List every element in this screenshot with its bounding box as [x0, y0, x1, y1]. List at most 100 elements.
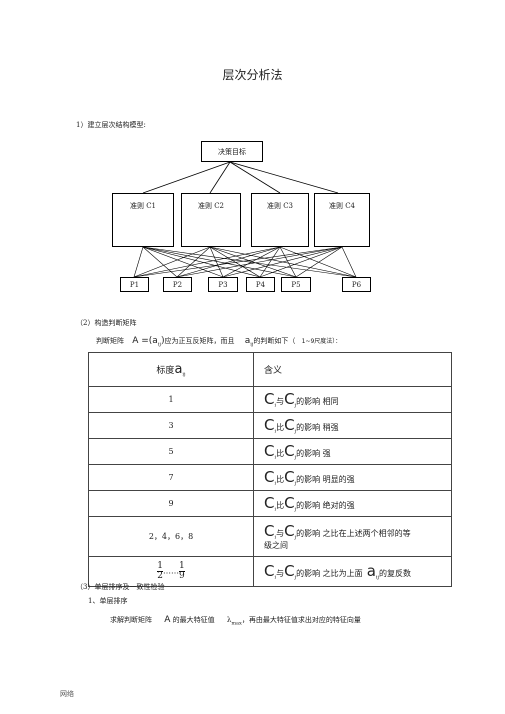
alternative-node-p2: P2: [163, 277, 192, 292]
relation: 比: [276, 501, 285, 511]
subsection-1-heading: 1、单层排序: [88, 597, 128, 605]
lambda-symbol: λ: [226, 616, 232, 624]
connector-line: [259, 246, 343, 278]
meaning-text: 的影响 之比为上面: [296, 569, 363, 579]
eigen-prefix: 求解判断矩阵: [110, 616, 152, 624]
matrix-formula: A =(a: [132, 336, 158, 346]
connector-line: [176, 246, 343, 278]
eigen-mid: 的最大特征值: [172, 616, 215, 624]
connector-line: [295, 246, 343, 278]
table-header-row: 标度aij 含义: [88, 352, 452, 387]
relation: 比: [276, 475, 285, 485]
connector-line: [209, 246, 297, 278]
meaning-end: 的复反数: [379, 569, 412, 579]
matrix-intro-suffix: 的判断如下（: [253, 337, 296, 345]
criterion-node-c3: 准则 C3: [251, 193, 309, 247]
alternative-label: P5: [291, 280, 301, 289]
criterion-label: 准则 C2: [197, 202, 225, 210]
cj-symbol: C: [284, 521, 295, 540]
meaning-text: 的影响 绝对的强: [296, 501, 355, 511]
relation: 比: [276, 423, 285, 433]
meaning-text: 的影响 强: [296, 449, 331, 459]
ci-symbol: C: [264, 562, 275, 581]
relation: 比: [276, 449, 285, 459]
ci-sub: i: [274, 480, 277, 487]
scale-method: 1~9尺度法）：: [301, 338, 342, 345]
connector-line: [176, 246, 281, 278]
scale-value: 7: [88, 464, 254, 491]
alternative-label: P3: [218, 280, 228, 289]
cj-symbol: C: [284, 442, 295, 461]
relation: 与: [276, 397, 285, 407]
alternative-label: P2: [172, 280, 183, 289]
cj-symbol: C: [284, 416, 295, 435]
alternative-label: P4: [255, 280, 266, 289]
a-symbol: a: [244, 336, 251, 346]
ci-sub: i: [274, 506, 277, 513]
hierarchy-diagram: 决策目标 准则 C1 准则 C2 准则 C3 准则 C4 P1 P2 P3 P4…: [0, 0, 505, 310]
lambda-sub: max: [231, 620, 242, 627]
matrix-intro-prefix: 判断矩阵: [96, 337, 124, 345]
fraction-denominator: 9: [179, 571, 185, 581]
alternative-node-p3: P3: [208, 277, 238, 292]
a-symbol-sub: ij: [250, 341, 254, 348]
cj-sub: j: [294, 428, 297, 435]
ci-symbol: C: [264, 416, 275, 435]
connector-line: [222, 246, 281, 278]
header-scale-cell: 标度aij: [88, 352, 254, 387]
a-symbol: a: [366, 562, 376, 581]
alternative-node-p6: P6: [342, 277, 371, 292]
ci-symbol: C: [264, 494, 275, 513]
meaning-text: 的影响 相同: [296, 397, 339, 407]
header-scale: 标度: [156, 365, 175, 376]
relation: 与: [276, 569, 285, 579]
scale-value: 9: [88, 490, 254, 517]
scale-value: 2，4，6，8: [88, 516, 254, 557]
matrix-intro: 判断矩阵 A =(aij)应为正互反矩阵，而且 aij的判断如下（ 1~9尺度法…: [96, 336, 341, 347]
ci-sub: i: [274, 574, 277, 581]
cj-sub: j: [294, 534, 297, 541]
connector-line: [142, 246, 357, 278]
section-2-heading: （2）构造判断矩阵: [76, 319, 137, 327]
scale-value: 1: [88, 386, 254, 413]
header-meaning: 含义: [253, 352, 452, 387]
cj-symbol: C: [284, 468, 295, 487]
matrix-formula-sub: ij: [157, 341, 161, 348]
page-title: 层次分析法: [222, 68, 283, 82]
criterion-label: 准则 C1: [129, 202, 157, 210]
ci-sub: i: [274, 534, 277, 541]
alternative-node-p5: P5: [281, 277, 311, 292]
meaning-cell: Ci比Cj的影响 稍强: [253, 412, 452, 439]
criterion-label: 准则 C3: [266, 202, 294, 210]
section-3-heading: （3）单层排序及一致性检验: [76, 583, 165, 591]
eigen-suffix: ，再由最大特征值求出对应的特征向量: [241, 616, 361, 624]
meaning-text-cont: 级之间: [264, 541, 288, 551]
connector-line: [209, 246, 261, 278]
connector-line: [133, 246, 211, 278]
connector-line: [142, 246, 178, 278]
fraction-denominator: 2: [157, 571, 163, 581]
cj-symbol: C: [284, 562, 295, 581]
cj-sub: j: [294, 480, 297, 487]
header-a: a: [174, 361, 183, 377]
matrix-intro-middle: 应为正互反矩阵，而且: [164, 337, 235, 345]
connector-line: [133, 246, 144, 278]
ci-symbol: C: [264, 521, 275, 540]
connector-line: [133, 246, 343, 278]
cj-symbol: C: [284, 390, 295, 409]
cj-sub: j: [294, 454, 297, 461]
meaning-cell: Ci与Cj的影响 相同: [253, 386, 452, 413]
connector-line: [279, 246, 357, 278]
alternative-node-p4: P4: [246, 277, 275, 292]
relation: 与: [276, 528, 285, 538]
section-1-heading: 1）建立层次结构模型:: [76, 121, 146, 129]
meaning-cell: Ci比Cj的影响 明显的强: [253, 464, 452, 491]
meaning-text: 的影响 明显的强: [296, 475, 355, 485]
